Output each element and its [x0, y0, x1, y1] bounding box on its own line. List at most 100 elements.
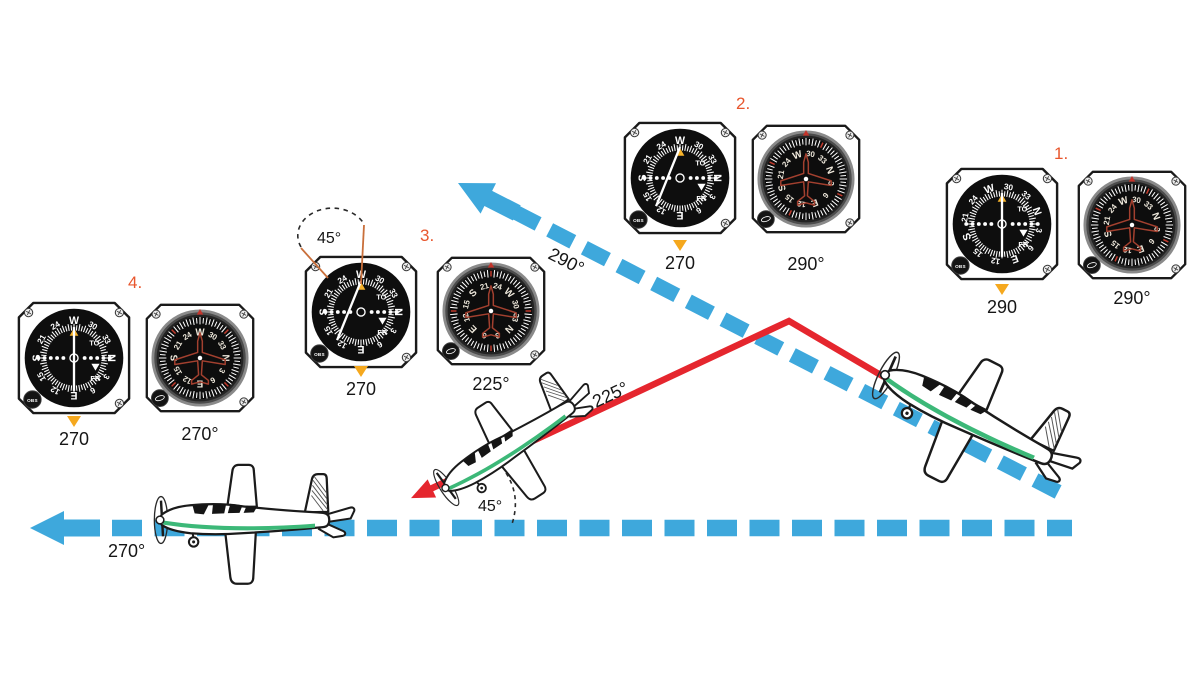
aircraft-reference-icon [780, 153, 832, 206]
screw-icon [951, 173, 962, 184]
compass-card-label: 12 [336, 338, 349, 351]
vor-course-readout-2: 270 [622, 240, 738, 274]
intercept-course-label: 225° [589, 378, 631, 412]
screw-icon [239, 309, 249, 319]
compass-card-label: W [356, 269, 367, 281]
svg-text:OBS: OBS [633, 218, 644, 223]
vor-course-value: 270 [58, 429, 90, 449]
svg-text:OBS: OBS [955, 264, 966, 269]
instrument-face [311, 262, 411, 362]
compass-card-label: 24 [655, 139, 668, 152]
screw-icon [239, 397, 249, 407]
lubber-line-icon [802, 130, 810, 136]
screw-icon [401, 352, 412, 363]
compass-card-label: S [1102, 228, 1115, 238]
from-flag-icon [91, 363, 100, 371]
screw-icon [1042, 173, 1053, 184]
aircraft-heading-270 [153, 463, 356, 585]
heading-readout-4: 270° [181, 424, 219, 444]
obs-knob: OBS [629, 210, 648, 229]
to-flag: TO [1017, 204, 1027, 213]
vor-course-value: 270 [664, 253, 696, 273]
from-flag-icon [378, 317, 387, 325]
obs-knob: OBS [23, 390, 42, 409]
lubber-line-icon [487, 262, 495, 268]
angle-arc [505, 472, 517, 525]
screw-icon [442, 262, 452, 272]
screw-icon [629, 127, 640, 138]
course-pointer-icon [67, 416, 81, 427]
screw-icon [720, 127, 731, 138]
vor-course-readout-3: 270 [303, 366, 419, 400]
from-flag: FR [696, 194, 706, 203]
lubber-line-icon [196, 309, 204, 315]
heading-readout-3: 225° [472, 374, 510, 394]
obs-knob: OBS [951, 256, 970, 275]
course-pointer-icon [673, 240, 687, 251]
course-pointer-icon [995, 284, 1009, 295]
vor-course-readout-4: 270 [16, 416, 132, 450]
heading-knob [151, 389, 169, 407]
station-1-number: 1. [1054, 144, 1069, 163]
from-flag: FR [377, 328, 387, 337]
station-3-number: 3. [420, 226, 435, 245]
screw-icon [114, 307, 125, 318]
station-4-number: 4. [128, 273, 143, 292]
compass-card-label: 21 [479, 281, 490, 292]
compass-card-label: E [70, 389, 77, 401]
compass-card-label: 21 [323, 287, 336, 300]
vor-course-readout-1: 290 [944, 284, 1060, 318]
compass-card-label: 21 [1102, 215, 1112, 226]
cdi-needle [655, 146, 682, 207]
center-dot [1129, 222, 1135, 228]
compass-card-label: 24 [49, 319, 62, 332]
compass-card-label: 15 [641, 190, 654, 203]
angle-arc [296, 207, 365, 248]
inbound-course-label: 270° [108, 541, 145, 561]
compass-card-label: 15 [461, 298, 472, 309]
screw-icon [1083, 176, 1093, 186]
from-flag-icon [697, 183, 706, 191]
compass-card-label: 30 [692, 140, 705, 153]
compass-card-label: 33 [100, 333, 113, 346]
outbound-course-label: 290° [545, 244, 587, 279]
compass-card-label: 6 [208, 375, 217, 385]
screw-icon [23, 307, 34, 318]
compass-card-label: 30 [1131, 195, 1142, 205]
compass-card-label: 6 [88, 385, 97, 395]
compass-card-label: 30 [86, 320, 99, 333]
compass-card-label: 30 [373, 274, 386, 287]
screw-icon [401, 261, 412, 272]
obs-knob: OBS [310, 344, 329, 363]
compass-card-label: 12 [49, 384, 62, 397]
compass-card-label: E [676, 209, 683, 221]
heading-readout-2: 290° [787, 254, 825, 274]
screw-icon [1171, 264, 1181, 274]
aircraft-reference-icon [174, 332, 226, 385]
intercept-angle-label: 45° [478, 498, 502, 515]
compass-card-label: E [196, 377, 203, 388]
center-dot [197, 355, 203, 361]
from-flag: FR [1018, 240, 1028, 249]
center-dot [488, 308, 494, 314]
compass-card-label: W [69, 315, 80, 327]
station-2-number: 2. [736, 94, 751, 113]
compass-card-label: N [219, 354, 230, 361]
compass-card-label: 15 [35, 370, 48, 383]
compass-card-label: 6 [375, 339, 384, 349]
vor-course-value: 290 [986, 297, 1018, 317]
screw-icon [757, 130, 767, 140]
deviation-center-ring [356, 307, 366, 317]
compass-card-label: 21 [642, 153, 655, 166]
compass-card-label: 3 [388, 326, 398, 335]
compass-card-label: 3 [101, 372, 111, 381]
compass-card-label: 24 [492, 281, 503, 292]
compass-card-label: 6 [1146, 237, 1156, 247]
heading-knob [1083, 256, 1101, 274]
